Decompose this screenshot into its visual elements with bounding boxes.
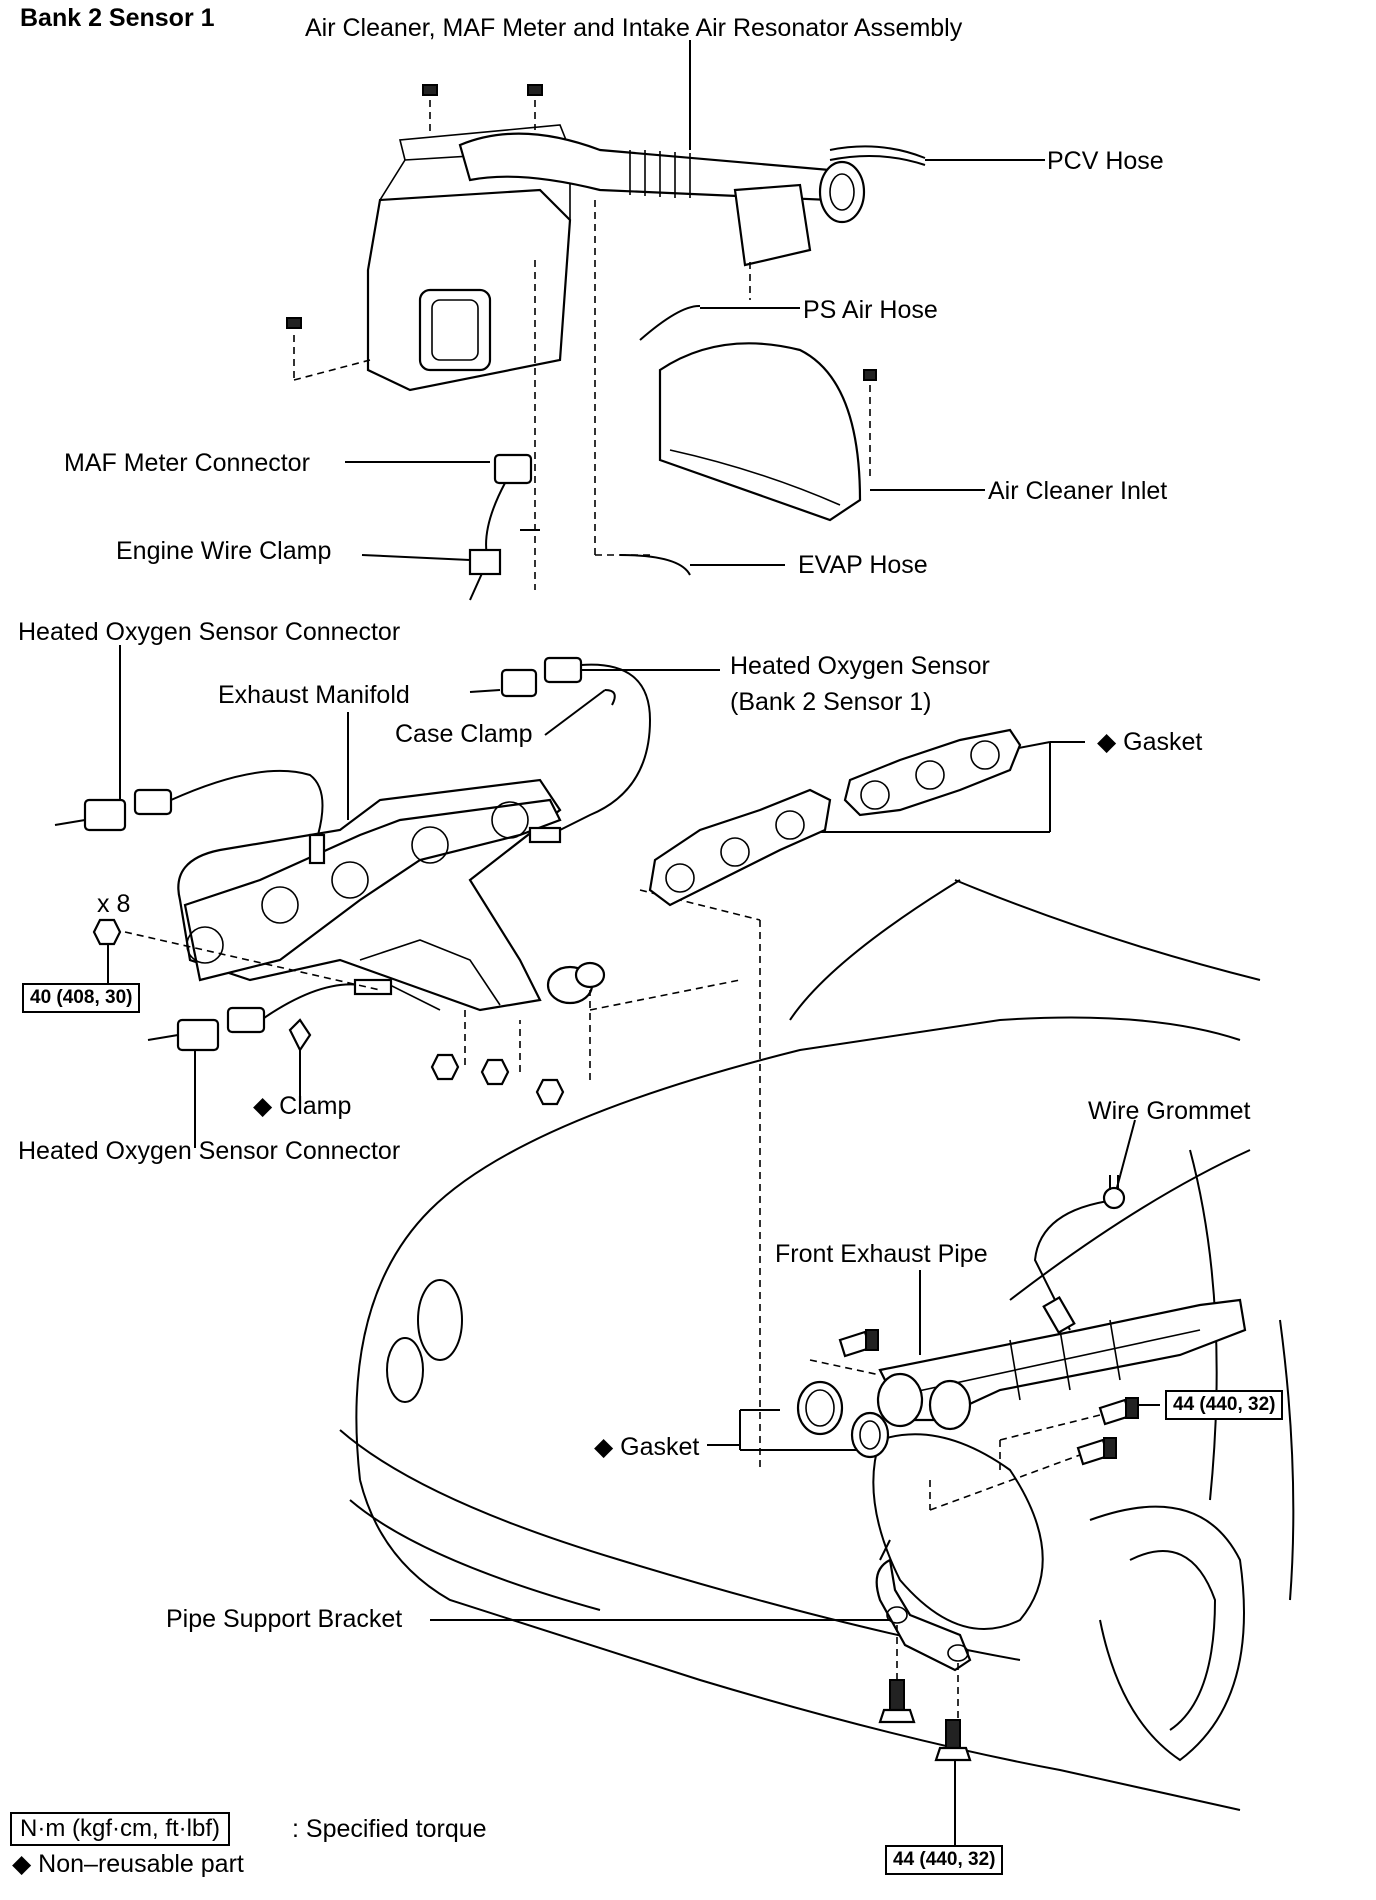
label-wire-grommet: Wire Grommet [1088,1097,1251,1125]
label-gasket-top: ◆ Gasket [1097,728,1203,756]
label-front-exhaust-pipe: Front Exhaust Pipe [775,1240,988,1268]
air-cleaner-assembly [286,84,926,601]
label-engine-wire-clamp: Engine Wire Clamp [116,537,332,565]
label-air-cleaner-assembly: Air Cleaner, MAF Meter and Intake Air Re… [305,14,963,42]
pipe-support-bracket [875,1539,972,1762]
label-air-cleaner-inlet: Air Cleaner Inlet [988,477,1168,505]
torque-bracket-bolt: 44 (440, 32) [885,1845,1004,1875]
exhaust-manifold [177,778,606,1012]
manifold-gaskets [648,728,1022,907]
ho2s-connector-bottom [147,978,393,1053]
legend-torque-unit: N·m (kgf·cm, ft·lbf) [10,1812,230,1846]
label-heated-oxygen-sensor-bank: (Bank 2 Sensor 1) [730,688,932,716]
label-case-clamp: Case Clamp [395,720,533,748]
ho2s-connector-left [54,769,326,865]
torque-manifold-nut: 40 (408, 30) [22,983,141,1013]
label-ps-air-hose: PS Air Hose [803,296,938,324]
label-exhaust-manifold: Exhaust Manifold [218,681,410,709]
heated-oxygen-sensor-bank2 [469,656,652,844]
label-ho2s-connector-top: Heated Oxygen Sensor Connector [18,618,401,646]
label-maf-meter-connector: MAF Meter Connector [64,449,310,477]
legend-nonreusable: ◆ Non–reusable part [12,1850,244,1878]
legend-torque-text: : Specified torque [292,1815,487,1843]
label-ho2s-connector-bottom: Heated Oxygen Sensor Connector [18,1137,401,1165]
dashed-guides-manifold [124,889,761,1470]
label-x8: x 8 [97,890,131,918]
torque-pipe-bolt: 44 (440, 32) [1165,1390,1284,1420]
front-exhaust-pipe [876,1175,1247,1431]
label-gasket-bottom: ◆ Gasket [594,1433,700,1461]
label-pipe-support-bracket: Pipe Support Bracket [166,1605,403,1633]
pipe-bolts [809,1329,1139,1511]
diagram-title: Bank 2 Sensor 1 [20,4,215,32]
label-heated-oxygen-sensor: Heated Oxygen Sensor [730,652,990,680]
manifold-nuts [92,918,565,1106]
leader-lines [107,40,1160,1845]
label-evap-hose: EVAP Hose [798,551,928,579]
pipe-gaskets [796,1380,890,1459]
label-pcv-hose: PCV Hose [1047,147,1164,175]
label-clamp: ◆ Clamp [253,1092,352,1120]
